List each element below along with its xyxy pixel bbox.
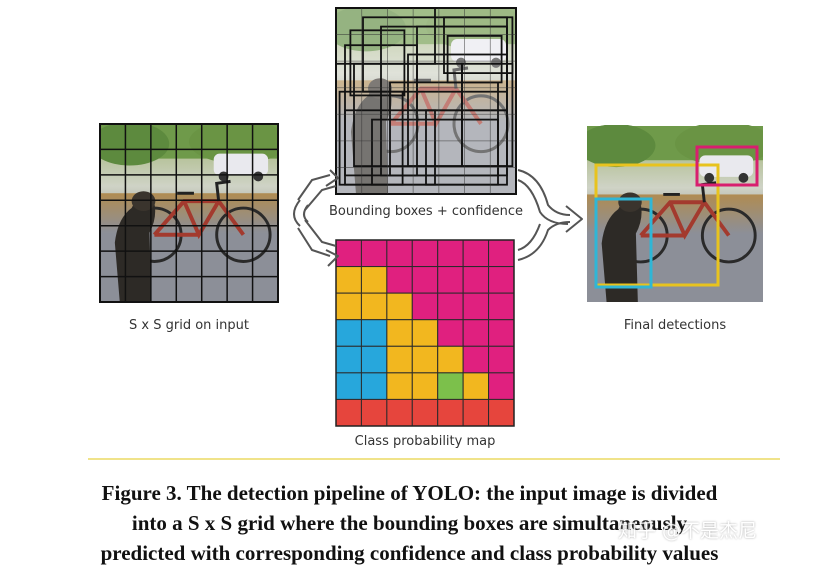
class-map-label: Class probability map <box>354 434 496 449</box>
caption-line-1: Figure 3. The detection pipeline of YOLO… <box>101 481 718 505</box>
class-cell-yellow <box>437 345 464 374</box>
class-cell-cyan <box>360 372 388 400</box>
class-cell-yellow <box>360 266 388 294</box>
merge-arrows <box>517 169 583 261</box>
class-cell-red <box>437 398 464 427</box>
final-detections-label: Final detections <box>623 318 727 333</box>
class-cell-magenta <box>386 266 413 294</box>
class-cell-magenta <box>411 292 439 321</box>
predicted-box <box>371 118 499 186</box>
class-cell-magenta <box>488 292 515 321</box>
caption-line-3: predicted with corresponding confidence … <box>100 541 719 565</box>
class-cell-cyan <box>335 372 362 400</box>
input-image-panel <box>99 123 279 303</box>
class-cell-yellow <box>411 372 439 400</box>
class-cell-yellow <box>386 319 413 347</box>
input-photo <box>100 124 278 302</box>
class-probability-map-panel <box>335 239 515 427</box>
class-cell-magenta <box>488 239 515 268</box>
bounding-boxes-panel <box>335 7 517 195</box>
class-cell-magenta <box>488 372 515 400</box>
car-detection-box <box>695 145 759 187</box>
class-cell-magenta <box>437 239 464 268</box>
class-cell-green <box>437 372 464 400</box>
class-cell-cyan <box>360 319 388 347</box>
predicted-box <box>335 7 436 65</box>
class-cell-yellow <box>411 345 439 374</box>
predicted-boxes <box>335 7 517 195</box>
input-grid-label: S x S grid on input <box>129 318 249 333</box>
class-cell-magenta <box>488 266 515 294</box>
class-cell-magenta <box>462 266 490 294</box>
watermark: 知乎 @不是杰尼 <box>618 520 758 542</box>
class-cell-magenta <box>488 319 515 347</box>
class-cell-cyan <box>335 345 362 374</box>
class-cell-red <box>360 398 388 427</box>
class-cell-yellow <box>462 372 490 400</box>
class-cell-yellow <box>335 292 362 321</box>
class-cell-magenta <box>437 292 464 321</box>
class-cell-yellow <box>386 292 413 321</box>
class-cell-cyan <box>360 345 388 374</box>
class-cell-yellow <box>386 372 413 400</box>
class-cell-red <box>335 398 362 427</box>
class-map-border <box>335 239 515 427</box>
class-cell-magenta <box>462 292 490 321</box>
class-cell-magenta <box>462 345 490 374</box>
predicted-box <box>461 62 514 168</box>
class-probability-grid <box>335 239 515 427</box>
class-cell-red <box>386 398 413 427</box>
predicted-box <box>349 29 406 97</box>
class-cell-yellow <box>411 319 439 347</box>
figure-caption: Figure 3. The detection pipeline of YOLO… <box>0 478 819 568</box>
class-cell-magenta <box>335 239 362 268</box>
class-cell-magenta <box>411 266 439 294</box>
class-cell-yellow <box>360 292 388 321</box>
class-cell-red <box>488 398 515 427</box>
caption-divider <box>88 458 780 460</box>
class-cell-red <box>462 398 490 427</box>
bounding-boxes-label: Bounding boxes + confidence <box>328 204 524 219</box>
final-photo <box>587 125 763 303</box>
class-cell-yellow <box>335 266 362 294</box>
class-cell-magenta <box>462 319 490 347</box>
class-cell-magenta <box>411 239 439 268</box>
class-cell-yellow <box>386 345 413 374</box>
class-cell-cyan <box>335 319 362 347</box>
final-detections-panel <box>587 125 763 303</box>
input-grid <box>99 123 279 303</box>
caption-line-2: into a S x S grid where the bounding box… <box>131 511 688 535</box>
class-cell-magenta <box>488 345 515 374</box>
class-cell-magenta <box>462 239 490 268</box>
class-cell-magenta <box>386 239 413 268</box>
class-cell-magenta <box>360 239 388 268</box>
class-cell-magenta <box>437 266 464 294</box>
dog-detection-box <box>594 197 653 289</box>
class-cell-magenta <box>437 319 464 347</box>
class-cell-red <box>411 398 439 427</box>
split-arrows <box>293 169 339 267</box>
grid-border <box>99 123 279 303</box>
